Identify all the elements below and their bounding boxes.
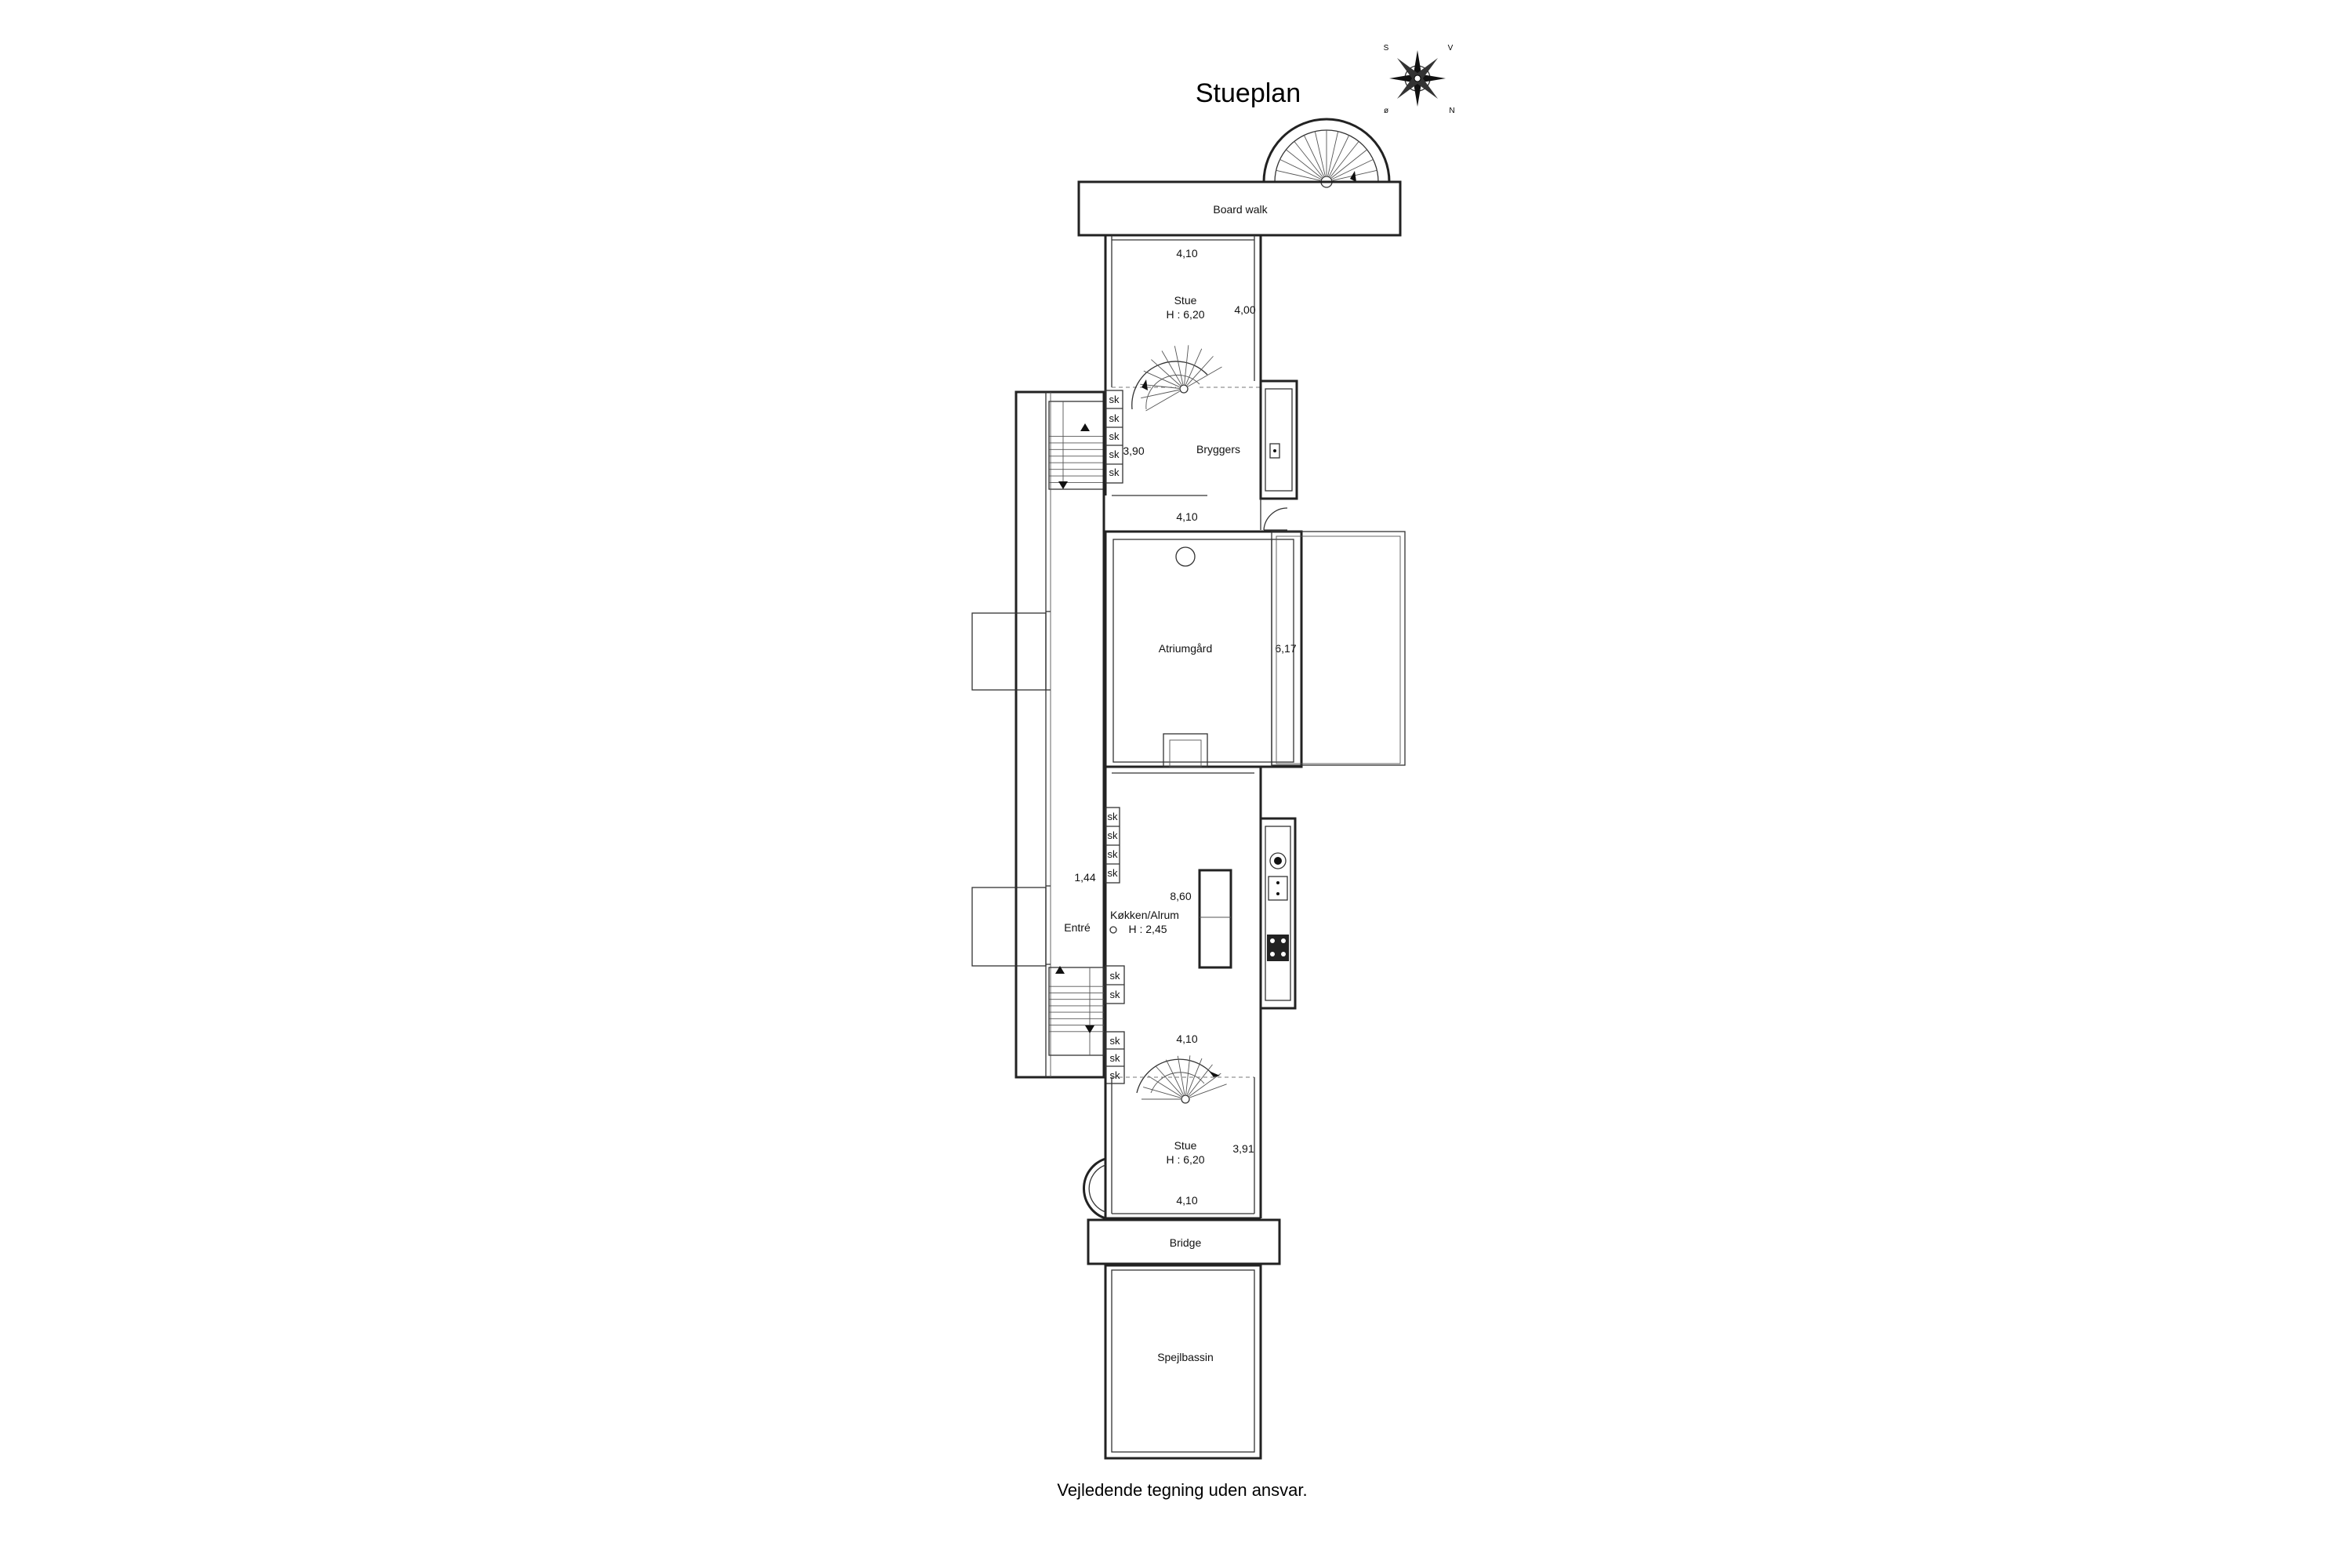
compass-icon: S V ø N <box>1384 44 1455 115</box>
stue-bottom-width: 4,10 <box>1176 1194 1197 1207</box>
entre-width: 1,44 <box>1074 871 1095 884</box>
kokken-depth: 8,60 <box>1170 890 1191 902</box>
stue-top-label: Stue <box>1174 294 1197 307</box>
stue-top-width: 4,10 <box>1176 247 1197 260</box>
kokken-cabinets-bottom <box>1105 965 1125 1084</box>
stue-bottom-label: Stue <box>1174 1139 1197 1152</box>
sk-label: sk <box>1110 1069 1121 1081</box>
compass-n: N <box>1449 107 1454 115</box>
stue-top-spiral-stair <box>1131 345 1222 412</box>
entre-stair <box>1048 966 1105 1056</box>
stue-top-depth: 4,00 <box>1234 303 1255 316</box>
kokken-alrum <box>1104 767 1297 1090</box>
left-corridor <box>1014 390 1105 1079</box>
sk-label: sk <box>1109 466 1120 478</box>
side-terrace-box <box>971 612 1047 691</box>
sk-label: sk <box>1108 811 1119 822</box>
sk-label: sk <box>1109 394 1120 405</box>
atrium-terrace <box>1271 531 1406 766</box>
stue-bottom-depth: 3,91 <box>1232 1142 1254 1155</box>
stue-bottom-height: H : 6,20 <box>1166 1153 1204 1166</box>
bridge-label: Bridge <box>1170 1236 1202 1249</box>
sk-label: sk <box>1110 970 1121 982</box>
stue-top <box>1104 235 1262 388</box>
bryggers-depth: 3,90 <box>1123 445 1144 457</box>
kokken-cabinets-top <box>1105 807 1120 884</box>
spejlbassin <box>1104 1264 1262 1460</box>
board-walk <box>1077 180 1402 237</box>
plan-title: Stueplan <box>1196 78 1301 108</box>
stue-top-height: H : 6,20 <box>1166 308 1204 321</box>
sk-label: sk <box>1110 989 1121 1000</box>
top-spiral-stair <box>1262 118 1391 188</box>
compass-v: V <box>1448 44 1454 53</box>
bryggers-label: Bryggers <box>1196 443 1240 456</box>
stue-bottom <box>1082 1077 1262 1220</box>
bryggers-stair <box>1048 401 1105 490</box>
sk-label: sk <box>1109 412 1120 424</box>
sk-label: sk <box>1108 867 1119 879</box>
sk-label: sk <box>1108 848 1119 860</box>
bryggers-width: 4,10 <box>1176 510 1197 523</box>
disclaimer-text: Vejledende tegning uden ansvar. <box>1057 1480 1307 1500</box>
kokken-height: H : 2,45 <box>1128 923 1167 935</box>
sk-label: sk <box>1110 1052 1121 1064</box>
compass-s: S <box>1384 44 1389 53</box>
kokken-width: 4,10 <box>1176 1033 1197 1045</box>
board-walk-label: Board walk <box>1213 203 1268 216</box>
compass-o: ø <box>1384 107 1388 115</box>
kokken-label: Køkken/Alrum <box>1110 909 1179 921</box>
sk-label: sk <box>1109 448 1120 460</box>
bridge <box>1087 1218 1281 1265</box>
atrium-depth: 6,17 <box>1275 642 1296 655</box>
entre-label: Entré <box>1064 921 1091 934</box>
spejlbassin-label: Spejlbassin <box>1157 1351 1214 1363</box>
atriumgard-label: Atriumgård <box>1159 642 1212 655</box>
sk-label: sk <box>1109 430 1120 442</box>
entrance-porch-box <box>971 887 1047 967</box>
stue-bottom-spiral-stair <box>1136 1055 1227 1104</box>
sk-label: sk <box>1108 829 1119 841</box>
sk-label: sk <box>1110 1035 1121 1047</box>
bryggers-cabinets <box>1105 390 1123 484</box>
